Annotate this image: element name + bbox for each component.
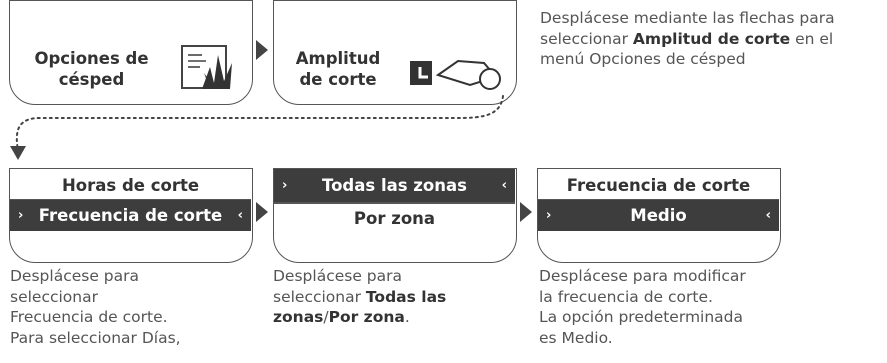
menu-divider [538,199,779,201]
menu-item-frequency-heading: Frecuencia de corte [566,175,751,195]
right-arrow-icon: › [18,208,24,223]
left-arrow-icon: ‹ [237,208,243,223]
screen-lawn-options: Opciones de césped [9,0,253,105]
menu-item-cutting-hours[interactable]: Horas de corte [61,175,200,195]
menu-screen-zones: › Todas las zonas ‹ Por zona [273,168,517,263]
note-step-default: Desplácese para modificar la frecuencia … [539,267,746,347]
lawn-options-label: Opciones de césped [34,49,149,89]
menu-screen-cutting-hours: Horas de corte › Frecuencia de corte ‹ [9,168,253,263]
menu-item-medium[interactable]: › Medio ‹ [538,200,779,231]
menu-item-per-zone[interactable]: Por zona [353,208,436,228]
menu-screen-frequency: Frecuencia de corte › Medio ‹ [537,168,781,263]
top-instruction-note: Desplácese mediante las flechas para sel… [540,9,835,68]
mower-width-icon [410,59,501,90]
flow-arrow-1 [256,40,268,60]
menu-divider [10,199,251,201]
screen-cutting-width: Amplitud de corte [273,0,517,105]
note-step-zones: Desplácese para seleccionar Todas las zo… [273,267,447,326]
menu-divider [274,202,515,204]
note-step-frequency: Desplácese para seleccionar Frecuencia d… [10,267,181,347]
left-arrow-icon: ‹ [501,178,507,193]
menu-item-all-zones[interactable]: › Todas las zonas ‹ [274,169,515,202]
left-arrow-icon: ‹ [765,208,771,223]
cutting-width-label: Amplitud de corte [295,49,381,89]
dotted-return-arrowhead [10,146,26,160]
flow-arrow-2 [256,202,268,222]
menu-item-cutting-frequency[interactable]: › Frecuencia de corte ‹ [10,200,251,231]
flow-arrow-3 [520,202,532,222]
lawn-options-icon [181,45,232,89]
right-arrow-icon: › [546,208,552,223]
dotted-return-path [15,95,504,151]
right-arrow-icon: › [282,178,288,193]
